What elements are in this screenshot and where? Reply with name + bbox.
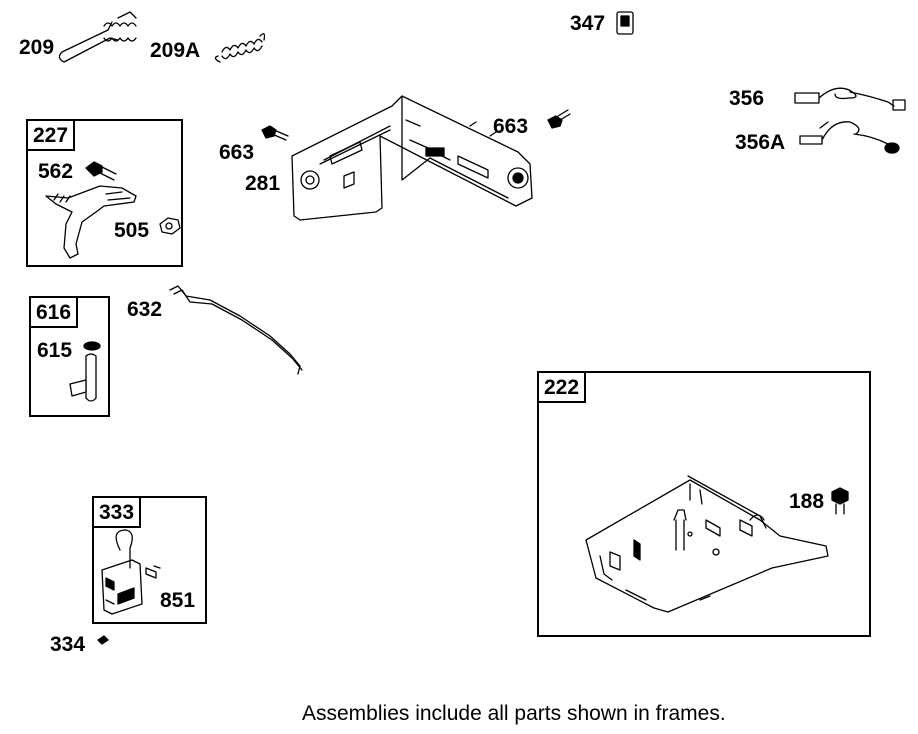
frame-label-333: 333 [92, 496, 142, 528]
label-209: 209 [19, 36, 55, 59]
part-663-screw-right [547, 109, 571, 129]
part-562-bolt [85, 161, 117, 181]
frame-label-616: 616 [29, 296, 79, 328]
label-356A: 356A [735, 131, 786, 154]
part-222-base-plate [585, 475, 829, 613]
part-209-spring-rod [58, 11, 137, 63]
frame-label-227: 227 [26, 119, 76, 151]
label-505: 505 [114, 219, 150, 242]
part-227-arm [45, 185, 137, 259]
assembly-frame-616: 616 615 [29, 296, 110, 417]
assembly-frame-333: 333 851 [92, 496, 207, 624]
part-356-wire [794, 87, 906, 111]
label-663-right: 663 [493, 115, 529, 138]
label-334: 334 [50, 633, 86, 656]
label-347: 347 [570, 12, 606, 35]
part-334-screw [97, 635, 109, 645]
label-188: 188 [789, 490, 825, 513]
part-356A-wire [799, 121, 900, 154]
part-281-bracket [291, 95, 533, 221]
part-188-bolt [831, 487, 849, 515]
part-616-pin [69, 353, 97, 402]
label-281: 281 [245, 172, 281, 195]
part-632-rod [169, 285, 303, 375]
label-356: 356 [729, 87, 765, 110]
part-347-clip [616, 11, 634, 35]
label-562: 562 [38, 160, 74, 183]
label-663-left: 663 [219, 141, 255, 164]
label-209A: 209A [150, 39, 201, 62]
part-663-screw-left [261, 125, 289, 141]
frame-label-222: 222 [537, 371, 587, 403]
part-209A-spring [214, 33, 266, 63]
assembly-frame-222: 222 188 [537, 371, 871, 637]
footer-note: Assemblies include all parts shown in fr… [302, 702, 726, 725]
label-632: 632 [127, 298, 163, 321]
part-505-nut [159, 217, 181, 235]
part-333-switch [101, 529, 143, 615]
assembly-frame-227: 227 562 505 [26, 119, 183, 267]
part-615-washer [83, 341, 101, 351]
label-615: 615 [37, 339, 73, 362]
part-851-clip [145, 565, 161, 579]
label-851: 851 [160, 589, 196, 612]
